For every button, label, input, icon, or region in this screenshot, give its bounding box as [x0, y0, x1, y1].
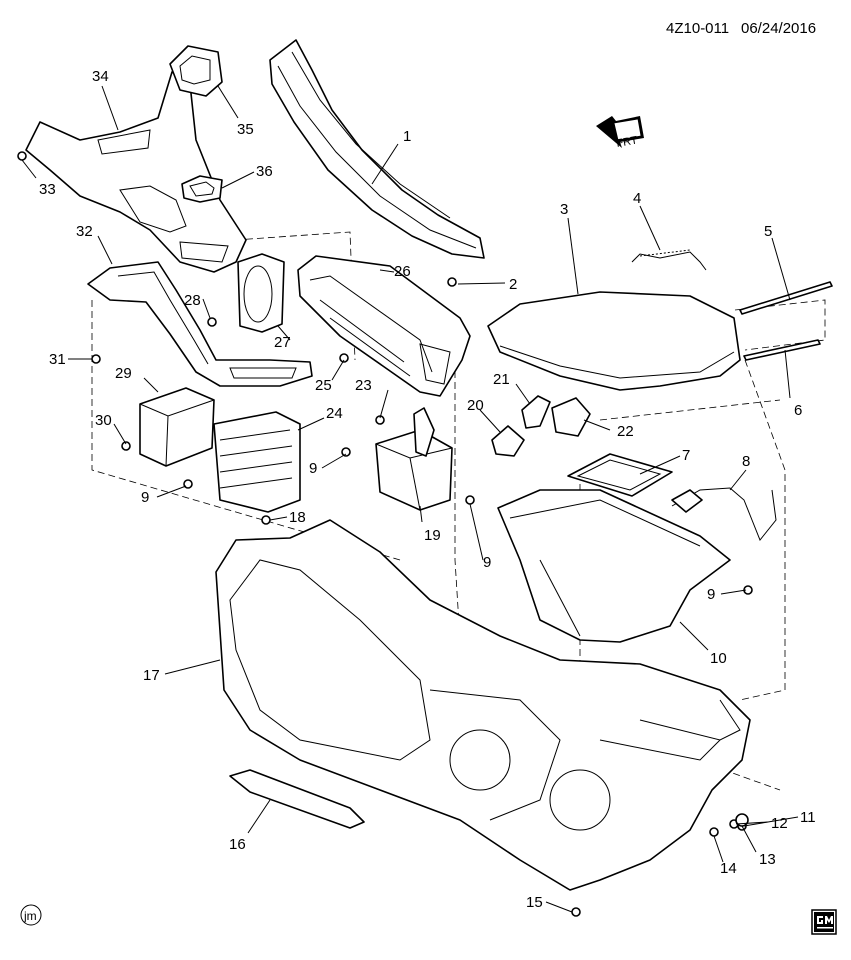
callout-14: 14	[720, 860, 737, 877]
part-18-screw	[261, 515, 271, 525]
part-36-bezel	[181, 175, 223, 203]
part-4-spring	[631, 249, 707, 271]
part-20-bracket	[491, 425, 525, 457]
callout-3: 3	[560, 201, 568, 218]
callout-15: 15	[526, 894, 543, 911]
callout-9: 9	[309, 460, 317, 477]
callout-32: 32	[76, 223, 93, 240]
part-14-screw	[709, 827, 719, 837]
callout-26: 26	[394, 263, 411, 280]
part-27-cup-sleeve	[237, 253, 285, 333]
callout-24: 24	[326, 405, 343, 422]
part-24-cup-insert	[213, 411, 301, 513]
part-17-console-body	[215, 519, 751, 891]
diagram-date: 06/24/2016	[741, 20, 816, 37]
callout-1: 1	[403, 128, 411, 145]
part-19-shifter	[375, 407, 453, 511]
callout-27: 27	[274, 334, 291, 351]
callout-19: 19	[424, 527, 441, 544]
part-6-rod	[743, 339, 821, 361]
callout-2: 2	[509, 276, 517, 293]
front-arrow-label: FRT	[615, 134, 638, 150]
callout-6: 6	[794, 402, 802, 419]
part-21-switch	[521, 395, 551, 429]
part-25-screw	[339, 353, 349, 363]
callout-33: 33	[39, 181, 56, 198]
callout-30: 30	[95, 412, 112, 429]
callout-leaders	[21, 85, 799, 913]
callout-23: 23	[355, 377, 372, 394]
part-15-screw	[571, 907, 581, 917]
fasteners	[17, 151, 753, 917]
part-30-screw	[121, 441, 131, 451]
part-2-clip	[447, 277, 457, 287]
part-9-clip	[465, 495, 475, 505]
callout-36: 36	[256, 163, 273, 180]
callout-20: 20	[467, 397, 484, 414]
callout-18: 18	[289, 509, 306, 526]
callout-34: 34	[92, 68, 109, 85]
part-32-trim-frame	[87, 261, 313, 387]
part-29-control-module	[139, 387, 215, 467]
callout-5: 5	[764, 223, 772, 240]
callout-21: 21	[493, 371, 510, 388]
callout-22: 22	[617, 423, 634, 440]
part-7-mat	[567, 453, 673, 497]
callout-16: 16	[229, 836, 246, 853]
callout-7: 7	[682, 447, 690, 464]
callout-9: 9	[141, 489, 149, 506]
part-16-sill-trim	[229, 769, 365, 829]
callout-9: 9	[483, 554, 491, 571]
part-35-shift-trim	[169, 45, 223, 97]
gm-logo-icon	[811, 909, 837, 935]
callout-12: 12	[771, 815, 788, 832]
part-9-clip	[341, 447, 351, 457]
callout-labels: 1 2 3 4 5 6 7 8 9 9 9 9 10 11 12 13 14 1…	[39, 68, 816, 911]
part-8-harness	[671, 487, 777, 541]
callout-28: 28	[184, 292, 201, 309]
callout-31: 31	[49, 351, 66, 368]
callout-29: 29	[115, 365, 132, 382]
callout-8: 8	[742, 453, 750, 470]
part-5-rod	[739, 281, 833, 315]
artist-mark: jm	[20, 904, 42, 926]
callout-13: 13	[759, 851, 776, 868]
part-28-clip	[207, 317, 217, 327]
part-33-clip	[17, 151, 27, 161]
callout-25: 25	[315, 377, 332, 394]
artist-mark-text: jm	[23, 909, 37, 923]
callout-11: 11	[800, 809, 816, 826]
callout-35: 35	[237, 121, 254, 138]
part-22-switch	[551, 397, 591, 437]
part-26-storage-bin	[297, 255, 471, 397]
part-31-clip	[91, 354, 101, 364]
callout-17: 17	[143, 667, 160, 684]
part-10-storage-tray	[497, 489, 731, 643]
callout-10: 10	[710, 650, 727, 667]
diagram-id: 4Z10-011	[666, 20, 729, 37]
part-3-armrest-lid	[487, 291, 741, 391]
front-arrow-icon: FRT	[596, 116, 644, 150]
part-1-trim-strip	[269, 39, 485, 259]
callout-4: 4	[633, 190, 641, 207]
part-34-trim-plate	[25, 71, 247, 273]
callout-9: 9	[707, 586, 715, 603]
part-23-screw	[375, 415, 385, 425]
